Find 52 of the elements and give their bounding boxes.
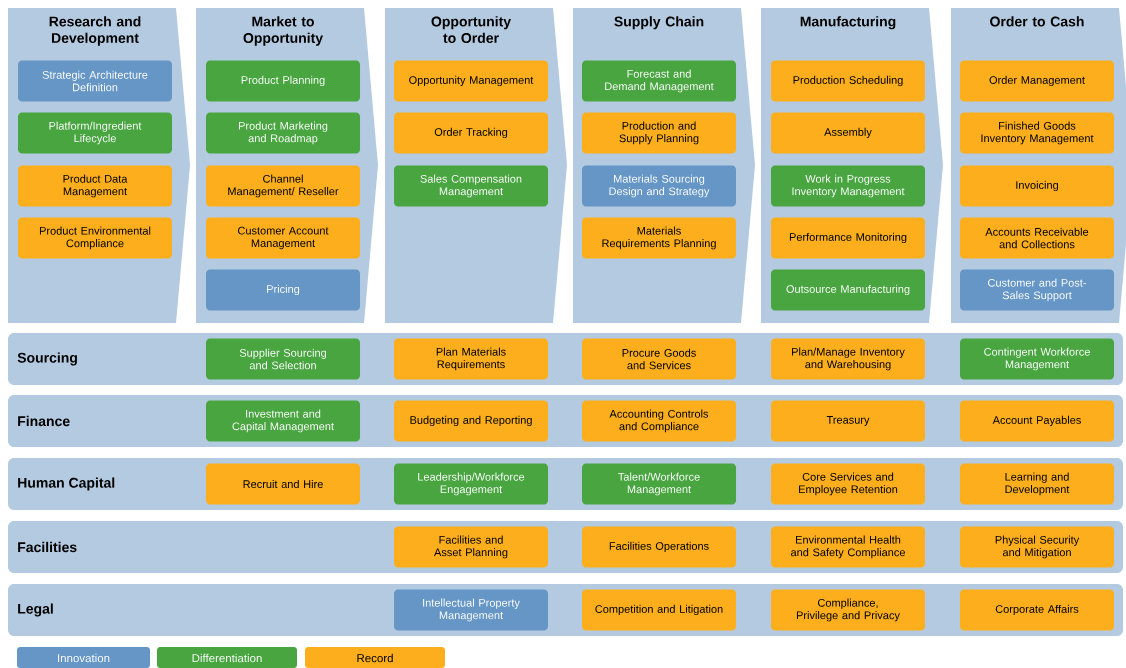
- capability-box: Leadership/Workforce Engagement: [394, 463, 548, 505]
- legend-item: Differentiation: [157, 647, 297, 668]
- capability-box: Recruit and Hire: [206, 463, 360, 505]
- capability-box: Production and Supply Planning: [582, 112, 736, 154]
- capability-box: Physical Security and Mitigation: [960, 526, 1114, 568]
- capability-box: Product Data Management: [18, 165, 172, 207]
- capability-box: Strategic Architecture Definition: [18, 60, 172, 102]
- capability-box: Forecast and Demand Management: [582, 60, 736, 102]
- capability-box: Work in Progress Inventory Management: [771, 165, 925, 207]
- capability-box: Contingent Workforce Management: [960, 338, 1114, 380]
- legend-item: Record: [305, 647, 445, 668]
- capability-box: Sales Compensation Management: [394, 165, 548, 207]
- capability-box: Outsource Manufacturing: [771, 269, 925, 311]
- capability-box: Procure Goods and Services: [582, 338, 736, 380]
- capability-box: Product Planning: [206, 60, 360, 102]
- capability-box: Talent/Workforce Management: [582, 463, 736, 505]
- capability-box: Production Scheduling: [771, 60, 925, 102]
- capability-box: Compliance, Privilege and Privacy: [771, 589, 925, 631]
- capability-box: Competition and Litigation: [582, 589, 736, 631]
- capability-box: Plan/Manage Inventory and Warehousing: [771, 338, 925, 380]
- capability-box: Assembly: [771, 112, 925, 154]
- capability-box: Order Management: [960, 60, 1114, 102]
- capability-box: Opportunity Management: [394, 60, 548, 102]
- capability-box: Corporate Affairs: [960, 589, 1114, 631]
- capability-box: Accounting Controls and Compliance: [582, 400, 736, 442]
- capability-box: Materials Requirements Planning: [582, 217, 736, 259]
- capability-box: Supplier Sourcing and Selection: [206, 338, 360, 380]
- capability-box: Platform/Ingredient Lifecycle: [18, 112, 172, 154]
- capability-box: Finished Goods Inventory Management: [960, 112, 1114, 154]
- capability-box: Facilities Operations: [582, 526, 736, 568]
- legend-item: Innovation: [17, 647, 150, 668]
- capability-box: Facilities and Asset Planning: [394, 526, 548, 568]
- capability-box: Order Tracking: [394, 112, 548, 154]
- capability-box: Account Payables: [960, 400, 1114, 442]
- capability-box: Plan Materials Requirements: [394, 338, 548, 380]
- capability-box: Performance Monitoring: [771, 217, 925, 259]
- capability-box: Treasury: [771, 400, 925, 442]
- capability-box: Investment and Capital Management: [206, 400, 360, 442]
- capability-box: Customer and Post-Sales Support: [960, 269, 1114, 311]
- capability-box: Product Marketing and Roadmap: [206, 112, 360, 154]
- capability-box: Core Services and Employee Retention: [771, 463, 925, 505]
- capability-box: Intellectual Property Management: [394, 589, 548, 631]
- capability-box: Materials Sourcing Design and Strategy: [582, 165, 736, 207]
- capability-box: Invoicing: [960, 165, 1114, 207]
- capability-box: Customer Account Management: [206, 217, 360, 259]
- capability-box: Channel Management/ Reseller: [206, 165, 360, 207]
- capability-box: Product Environmental Compliance: [18, 217, 172, 259]
- capability-box: Budgeting and Reporting: [394, 400, 548, 442]
- capability-box: Accounts Receivable and Collections: [960, 217, 1114, 259]
- capability-box: Learning and Development: [960, 463, 1114, 505]
- capability-box: Pricing: [206, 269, 360, 311]
- capability-box: Environmental Health and Safety Compliance: [771, 526, 925, 568]
